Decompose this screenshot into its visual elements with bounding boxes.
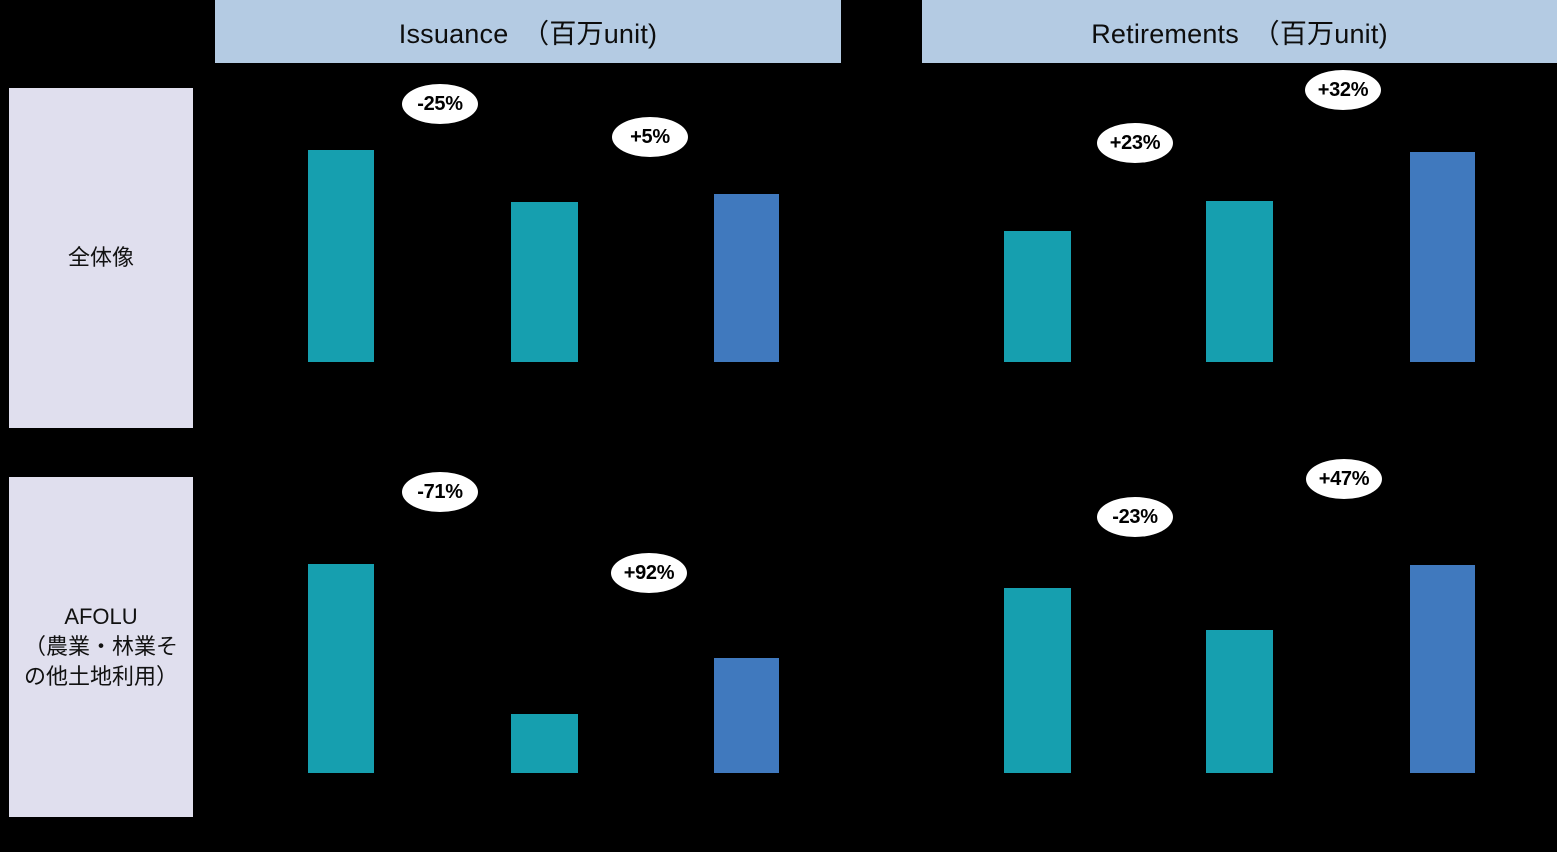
badge-retirements-overall-2: +32% [1305,70,1381,110]
bar-retirements-afolu-2 [1206,630,1273,773]
row-label-afolu-line2: （農業・林業そ [23,634,178,659]
row-label-afolu-text: AFOLU （農業・林業そ の他土地利用） [24,602,178,692]
bar-retirements-overall-2 [1206,201,1273,362]
bar-retirements-overall-3 [1410,152,1475,362]
badge-issuance-afolu-2: +92% [611,553,687,593]
column-header-retirements: Retirements （百万unit) [922,0,1557,63]
bar-retirements-afolu-1 [1004,588,1071,773]
badge-retirements-overall-1: +23% [1097,123,1173,163]
bar-retirements-overall-1 [1004,231,1071,362]
badge-issuance-overall-1: -25% [402,84,478,124]
bar-issuance-afolu-3 [714,658,779,773]
bar-issuance-afolu-2 [511,714,578,773]
bar-issuance-afolu-1 [308,564,374,773]
bar-retirements-afolu-3 [1410,565,1475,773]
row-label-afolu-line1: AFOLU [64,604,138,629]
badge-issuance-afolu-1: -71% [402,472,478,512]
row-label-overall-line1: 全体像 [67,245,134,270]
badge-retirements-afolu-1: -23% [1097,497,1173,537]
row-label-overall-text: 全体像 [68,243,134,273]
badge-retirements-afolu-2: +47% [1306,459,1382,499]
row-label-afolu-line3: の他土地利用） [23,664,178,689]
column-header-issuance: Issuance （百万unit) [215,0,841,63]
bar-issuance-overall-1 [308,150,374,362]
row-label-afolu: AFOLU （農業・林業そ の他土地利用） [9,477,193,817]
bar-issuance-overall-3 [714,194,779,362]
row-label-overall: 全体像 [9,88,193,428]
badge-issuance-overall-2: +5% [612,117,688,157]
bar-issuance-overall-2 [511,202,578,362]
